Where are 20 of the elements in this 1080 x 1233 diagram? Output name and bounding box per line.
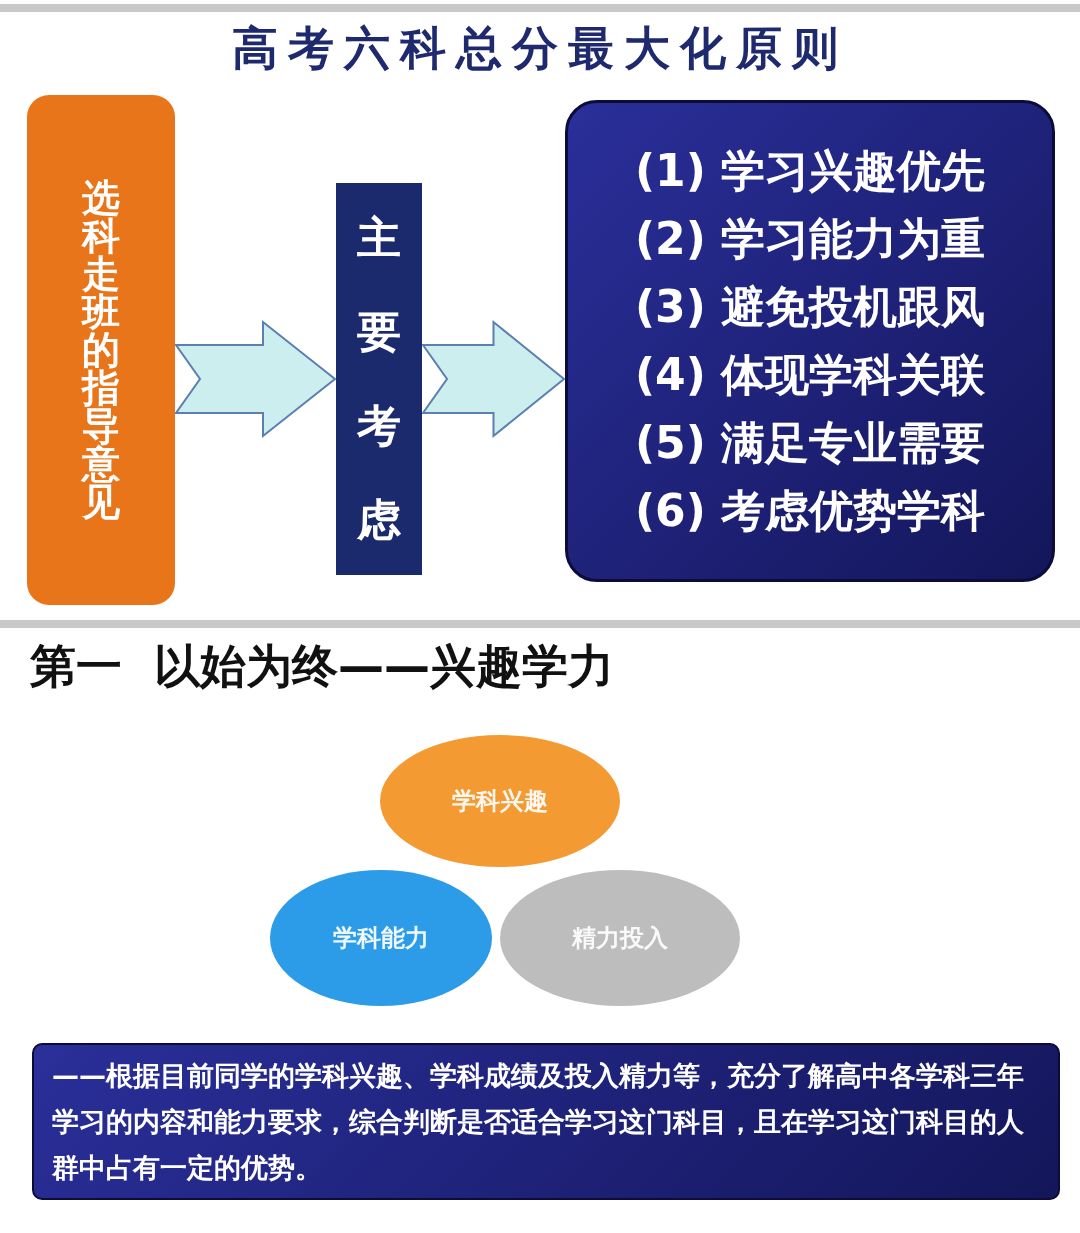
principle-item: (2) 学习能力为重	[634, 212, 986, 266]
description-text: ——根据目前同学的学科兴趣、学科成绩及投入精力等，充分了解高中各学科三年学习的内容和能力要求，综合判断是否适合学习这门科目，且在学习这门科目的人群中占有一定的优势。	[52, 1058, 1025, 1185]
vertical-label: 主要考虑	[356, 211, 402, 547]
section-heading: 第一 以始为终——兴趣学力	[30, 638, 615, 695]
ellipse-label: 学科能力	[333, 923, 429, 954]
principle-item: (5) 满足专业需要	[634, 416, 986, 470]
description-box	[32, 1043, 1060, 1200]
guidance-box	[27, 95, 175, 605]
vertical-label: 选科走班的指导意见	[81, 179, 121, 521]
principle-item: (1) 学习兴趣优先	[634, 144, 986, 198]
ellipse-label: 学科兴趣	[452, 786, 548, 817]
chevron-arrow	[174, 319, 337, 439]
title: 高考六科总分最大化原则	[231, 20, 849, 77]
principle-item: (6) 考虑优势学科	[634, 484, 986, 538]
principle-item: (4) 体现学科关联	[634, 348, 986, 402]
principles-panel	[565, 100, 1055, 582]
ellipse-label: 精力投入	[572, 923, 668, 954]
chevron-arrow	[421, 319, 566, 439]
consideration-box	[336, 183, 422, 575]
principle-item: (3) 避免投机跟风	[634, 280, 986, 334]
